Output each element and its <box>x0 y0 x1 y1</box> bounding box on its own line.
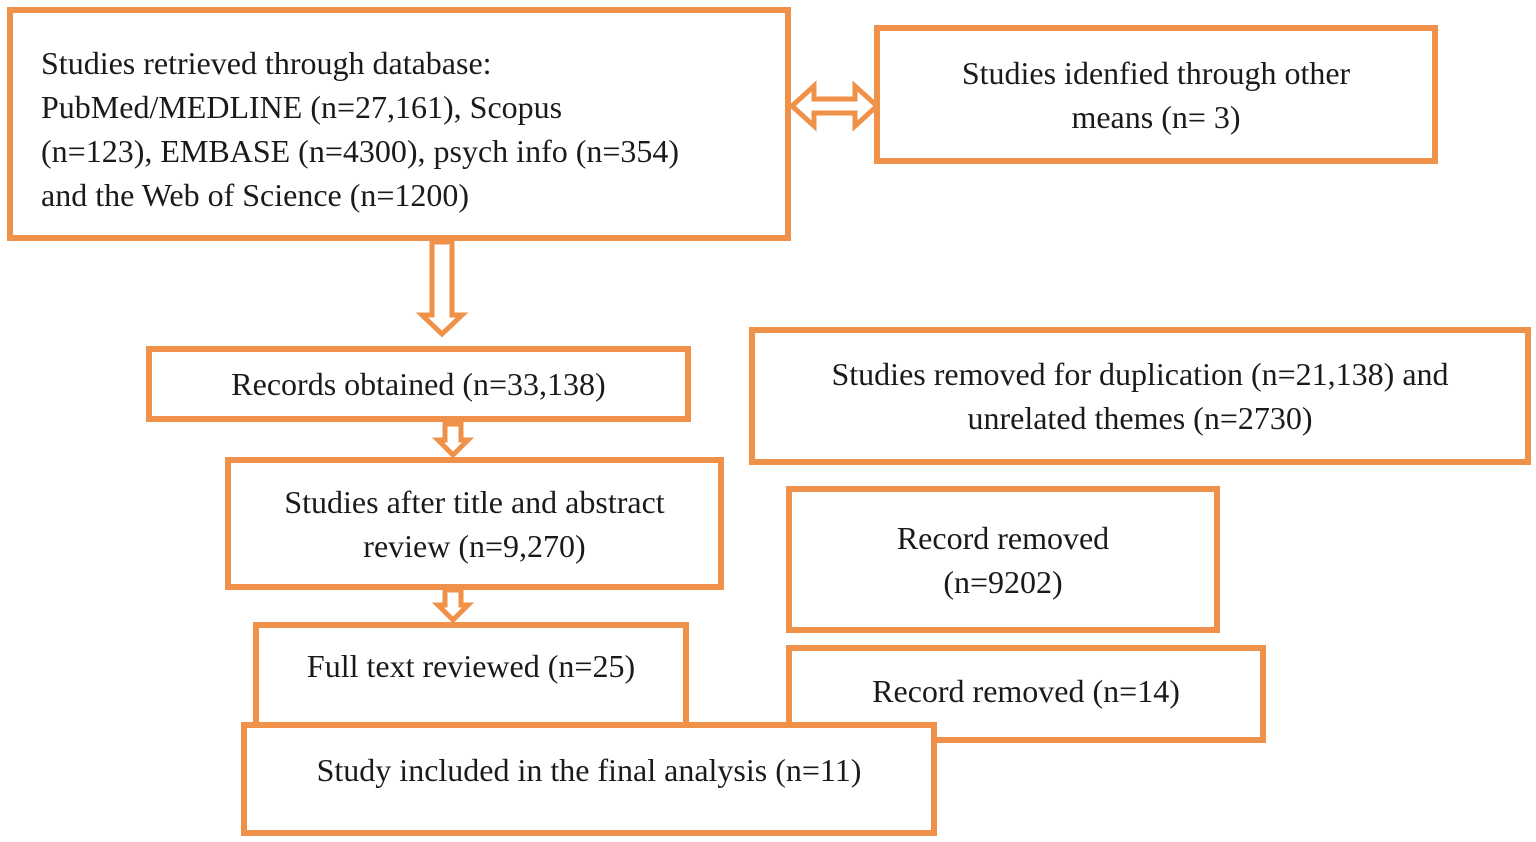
full-text-label: Full text reviewed (n=25) <box>306 648 636 684</box>
records-obtained-label: Records obtained (n=33,138) <box>231 366 606 402</box>
down-arrow-icon-1 <box>415 239 469 338</box>
other-means-line-2: means (n= 3) <box>1071 98 1241 135</box>
removed-duplication-box: Studies removed for duplication (n=21,13… <box>749 327 1531 465</box>
record-removed-box-1: Record removed (n=9202) <box>786 486 1220 633</box>
record-removed-box-2: Record removed (n=14) <box>786 645 1266 743</box>
database-line-2: PubMed/MEDLINE (n=27,161), Scopus <box>41 89 563 125</box>
database-line-1: Studies retrieved through database: <box>41 45 492 81</box>
database-line-3: (n=123), EMBASE (n=4300), psych info (n=… <box>41 133 680 169</box>
database-search-box: Studies retrieved through database: PubM… <box>7 7 791 241</box>
double-arrow-icon <box>788 80 881 132</box>
record-removed-1-line-1: Record removed <box>896 519 1110 556</box>
other-means-line-1: Studies idenfied through other <box>961 54 1351 91</box>
removed-duplication-line-1: Studies removed for duplication (n=21,13… <box>831 356 1449 392</box>
removed-duplication-line-2: unrelated themes (n=2730) <box>967 400 1313 436</box>
included-box: Study included in the final analysis (n=… <box>241 722 937 836</box>
included-label: Study included in the final analysis (n=… <box>316 752 862 788</box>
after-title-abstract-line-2: review (n=9,270) <box>363 527 586 564</box>
full-text-box: Full text reviewed (n=25) <box>253 622 689 728</box>
down-arrow-icon-3 <box>431 587 475 624</box>
after-title-abstract-line-1: Studies after title and abstract <box>284 483 665 520</box>
record-removed-1-line-2: (n=9202) <box>943 563 1063 600</box>
database-line-4: and the Web of Science (n=1200) <box>41 177 470 213</box>
record-removed-2-label: Record removed (n=14) <box>872 673 1180 709</box>
other-means-box: Studies idenfied through other means (n=… <box>874 25 1438 164</box>
after-title-abstract-box: Studies after title and abstract review … <box>225 457 724 590</box>
down-arrow-icon-2 <box>431 421 475 459</box>
records-obtained-box: Records obtained (n=33,138) <box>146 346 691 422</box>
